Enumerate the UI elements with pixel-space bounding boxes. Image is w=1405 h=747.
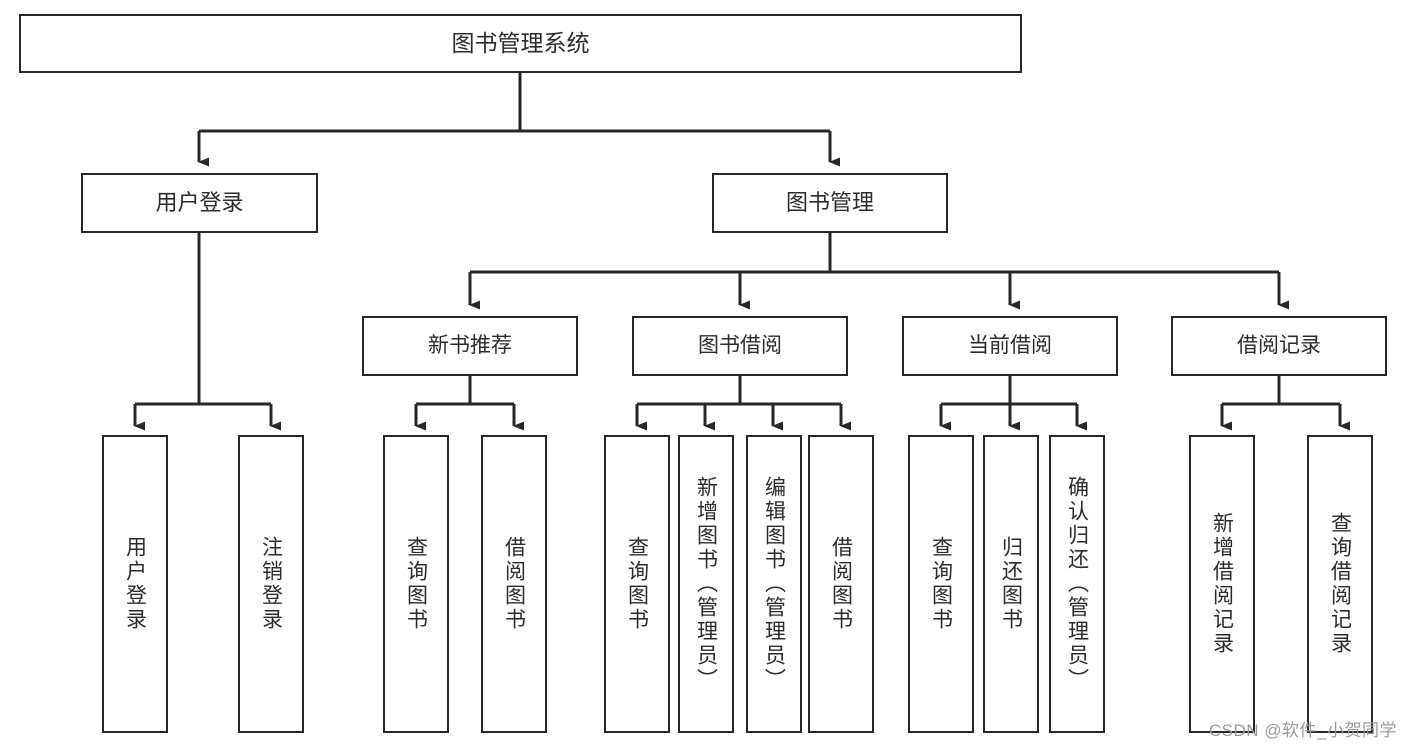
leaf-book-borrow-add[interactable]: 新增图书（管理员）	[678, 435, 734, 733]
node-label: 借阅图书	[502, 536, 526, 632]
node-label: 当前借阅	[968, 334, 1052, 358]
leaf-borrow-record-query[interactable]: 查询借阅记录	[1307, 435, 1373, 733]
node-label: 编辑图书（管理员）	[762, 476, 786, 692]
node-label: 新增借阅记录	[1210, 512, 1234, 656]
node-book-borrow[interactable]: 图书借阅	[632, 316, 848, 376]
leaf-user-login-logout[interactable]: 注销登录	[238, 435, 304, 733]
node-borrow-record[interactable]: 借阅记录	[1171, 316, 1387, 376]
node-label: 新书推荐	[428, 334, 512, 358]
node-user-login[interactable]: 用户登录	[81, 173, 318, 233]
leaf-book-borrow-edit[interactable]: 编辑图书（管理员）	[746, 435, 802, 733]
node-label: 查询图书	[625, 536, 649, 632]
node-label: 用户登录	[155, 189, 244, 215]
leaf-current-borrow-return[interactable]: 归还图书	[983, 435, 1039, 733]
leaf-current-borrow-query[interactable]: 查询图书	[908, 435, 974, 733]
node-label: 图书管理系统	[451, 29, 590, 56]
node-label: 查询借阅记录	[1328, 512, 1352, 656]
leaf-new-book-borrow[interactable]: 借阅图书	[481, 435, 547, 733]
node-label: 查询图书	[404, 536, 428, 632]
leaf-current-borrow-confirm-return[interactable]: 确认归还（管理员）	[1049, 435, 1105, 733]
node-label: 归还图书	[999, 536, 1023, 632]
leaf-book-borrow-borrow[interactable]: 借阅图书	[808, 435, 874, 733]
node-label: 用户登录	[123, 536, 147, 632]
node-label: 确认归还（管理员）	[1065, 476, 1089, 692]
node-book-management[interactable]: 图书管理	[712, 173, 948, 233]
node-current-borrow[interactable]: 当前借阅	[902, 316, 1118, 376]
leaf-book-borrow-query[interactable]: 查询图书	[604, 435, 670, 733]
node-label: 图书管理	[785, 189, 874, 215]
node-label: 图书借阅	[698, 334, 782, 358]
node-label: 新增图书（管理员）	[694, 476, 718, 692]
leaf-new-book-query[interactable]: 查询图书	[383, 435, 449, 733]
node-label: 借阅记录	[1237, 334, 1321, 358]
node-new-book-recommend[interactable]: 新书推荐	[362, 316, 578, 376]
leaf-user-login-login[interactable]: 用户登录	[102, 435, 168, 733]
leaf-borrow-record-add[interactable]: 新增借阅记录	[1189, 435, 1255, 733]
node-root-book-management-system[interactable]: 图书管理系统	[19, 14, 1022, 73]
node-label: 借阅图书	[829, 536, 853, 632]
node-label: 查询图书	[929, 536, 953, 632]
node-label: 注销登录	[259, 536, 283, 632]
